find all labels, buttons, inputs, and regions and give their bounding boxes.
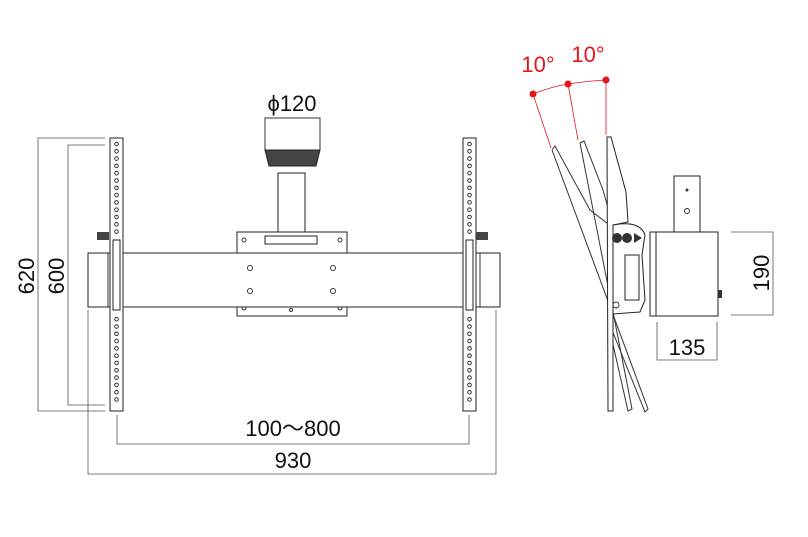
tilt-angle-2-label: 10° [571,42,604,67]
pole-diameter-label: ϕ120 [267,91,316,116]
rail-hole [467,338,472,344]
rail-hole [467,375,472,380]
dimension-190: 190 [731,231,774,316]
rail-hole [114,192,119,198]
rail-hole [114,346,119,351]
right-vertical-rail [462,137,488,412]
rail-hole [467,170,472,176]
side-view [551,136,722,413]
rail-hole [467,192,472,198]
rail-hole [467,207,472,212]
rail-hole [467,360,472,366]
dim-135-label: 135 [669,335,706,360]
rail-hole [467,156,472,161]
dimension-600: 600 [44,144,105,406]
rail-hole [114,207,119,212]
rail-hole [114,397,119,402]
horizontal-arm [87,252,501,312]
rail-hole [467,229,472,234]
rail-hole [114,324,119,329]
rail-hole [114,170,119,176]
rail-hole [467,316,472,322]
rail-hole [467,222,472,227]
rail-hole [467,353,472,359]
pole [277,172,306,234]
dim-930-label: 930 [275,448,312,473]
rail-hole [467,397,472,402]
rail-hole [467,389,472,395]
rail-hole [114,200,119,205]
tilt-angle-marks: 10° 10° [521,42,610,149]
rail-hole [467,178,472,183]
dimension-vesa: 100〜800 [116,415,470,445]
rail-hole [114,353,119,359]
dim-600-label: 600 [44,258,69,295]
front-view [87,117,501,412]
rail-hole [467,382,472,388]
rail-hole [114,331,119,337]
rail-hole [114,316,119,322]
dimension-135: 135 [656,322,718,361]
ceiling-cap [264,117,321,167]
rail-hole [114,338,119,344]
rail-hole [467,368,472,373]
rail-hole [467,214,472,220]
rail-hole [114,156,119,161]
left-vertical-rail [97,137,124,412]
rail-hole [114,178,119,183]
rail-hole [467,185,472,191]
rail-hole [114,389,119,395]
rail-hole [467,149,472,154]
rail-hole [114,163,119,169]
rail-hole [467,324,472,329]
side-box [655,231,719,317]
dim-190-label: 190 [749,255,774,292]
rail-hole [467,200,472,205]
dim-vesa-label: 100〜800 [245,416,340,441]
tilt-angle-1-label: 10° [521,52,554,77]
rail-hole [467,346,472,351]
rail-hole [114,382,119,388]
rail-hole [114,185,119,191]
rail-hole [114,222,119,227]
dimension-620: 620 [14,137,105,412]
rail-hole [114,368,119,373]
rail-hole [114,214,119,220]
dimension-930: 930 [87,310,497,475]
rail-hole [114,360,119,366]
rail-hole [114,141,119,147]
rail-hole [114,229,119,234]
rail-hole [114,375,119,380]
rail-holes [114,141,472,402]
rail-hole [467,163,472,169]
dim-620-label: 620 [14,258,39,295]
rail-hole [467,141,472,147]
side-pole [673,175,701,233]
rail-hole [114,149,119,154]
rail-hole [467,331,472,337]
